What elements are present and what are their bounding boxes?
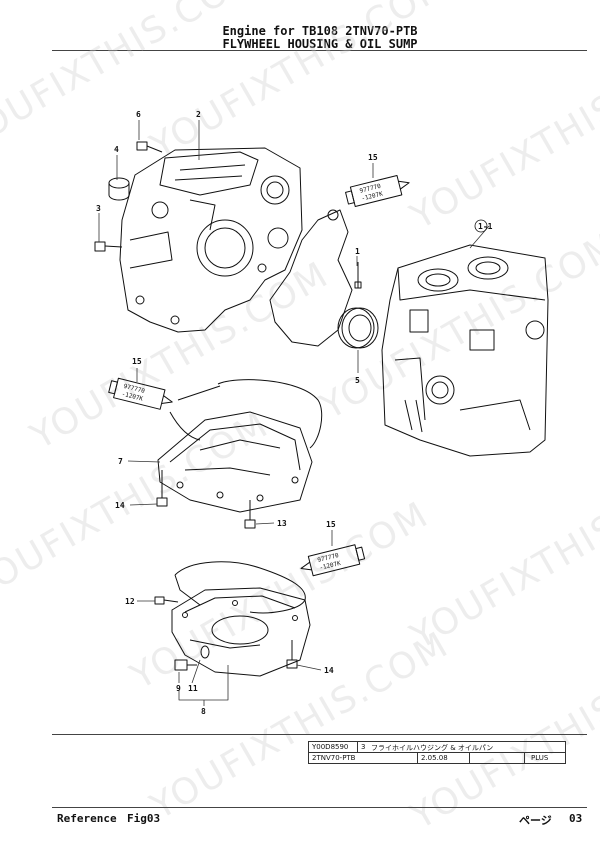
info-divider (357, 742, 358, 752)
page-title: FLYWHEEL HOUSING & OIL SUMP (222, 37, 418, 51)
callout-label: 4 (114, 145, 119, 154)
callout-label: 14 (324, 666, 334, 675)
callout-label: 1-1 (478, 222, 493, 231)
plug-part (108, 177, 130, 201)
callout-label: 14 (115, 501, 125, 510)
bolt-part (136, 141, 163, 153)
oil-pan-lower-part (171, 587, 311, 677)
drain-plug-part (174, 645, 210, 671)
info-status: PLUS (531, 754, 549, 762)
watermark-text: YOUFIXTHIS.COM (403, 34, 600, 238)
header-rule (52, 50, 587, 51)
footer-page-number: 03 (569, 812, 583, 825)
info-divider (469, 753, 470, 763)
info-date: 2.05.08 (421, 754, 448, 762)
bolt-part (244, 500, 256, 529)
footer-rule-top (52, 734, 587, 735)
flywheel-housing-part (119, 147, 303, 333)
callout-label: 8 (201, 707, 206, 716)
gasket-part (169, 379, 323, 449)
callout-label: 2 (196, 110, 201, 119)
footer-reference-label: Reference (57, 812, 117, 825)
sealant-tube (345, 174, 410, 207)
callout-circle (474, 219, 488, 233)
dowel-pin-part (354, 262, 362, 289)
callout-label: 15 (326, 520, 336, 529)
callout-label: 5 (355, 376, 360, 385)
oil-seal-part (337, 307, 379, 349)
info-code: Y00D8590 (312, 743, 349, 751)
watermark-text: YOUFIXTHIS.COM (23, 254, 336, 458)
callout-label: 11 (188, 684, 198, 693)
cylinder-block-part (381, 244, 549, 457)
callout-label: 12 (125, 597, 135, 606)
watermark-text: YOUFIXTHIS.COM (0, 0, 266, 158)
bolt-part (156, 470, 168, 507)
info-divider (524, 753, 525, 763)
bolt-part (286, 640, 298, 669)
leader-lines (98, 120, 490, 706)
footer-page-label: ページ (519, 814, 552, 827)
info-title: フライホイルハウジング & オイルパン (371, 744, 494, 752)
info-row: 2TNV70-PTB 2.05.08 PLUS (309, 753, 565, 763)
callout-label: 15 (368, 153, 378, 162)
info-model: 2TNV70-PTB (312, 754, 356, 762)
footer-figure: Fig03 (127, 812, 161, 825)
callout-label: 7 (118, 457, 123, 466)
info-index: 3 (361, 743, 366, 751)
callout-label: 1 (355, 247, 360, 256)
callout-label: 6 (136, 110, 141, 119)
bolt-part (94, 241, 123, 252)
callout-label: 13 (277, 519, 287, 528)
gasket-part (174, 561, 306, 614)
parts-info-box: Y00D8590 3 フライホイルハウジング & オイルパン 2TNV70-PT… (308, 741, 566, 764)
sealant-tube (300, 544, 366, 577)
callout-label: 9 (176, 684, 181, 693)
callout-label: 3 (96, 204, 101, 213)
bolt-part (154, 596, 179, 605)
sealant-tube (108, 377, 173, 410)
callout-label: 15 (132, 357, 142, 366)
info-divider (417, 753, 418, 763)
header-line-1: Engine for TB108 2TNV70-PTB (222, 24, 418, 38)
footer-rule-bottom (52, 807, 587, 808)
oil-pan-upper-part (157, 411, 313, 513)
info-row: Y00D8590 3 フライホイルハウジング & オイルパン (309, 742, 565, 753)
